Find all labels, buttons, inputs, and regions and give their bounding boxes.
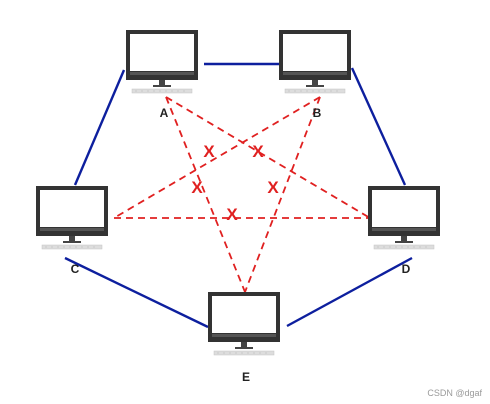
blocked-mark-a-d: X	[203, 142, 215, 161]
computer-icon-d	[368, 186, 440, 250]
keyboard	[284, 88, 346, 94]
monitor-chin	[40, 228, 104, 231]
monitor-chin	[212, 334, 276, 337]
computer-icon-c	[36, 186, 108, 250]
watermark: CSDN @dgaf	[427, 388, 482, 398]
monitor-screen	[130, 34, 194, 71]
computer-nodes	[36, 30, 440, 356]
blocked-link-a-d	[165, 96, 371, 219]
monitor-stand	[69, 236, 75, 241]
keyboard	[131, 88, 193, 94]
monitor-screen	[212, 296, 276, 333]
blocked-link-b-c	[113, 96, 321, 219]
node-label-c: C	[70, 262, 80, 276]
monitor-chin	[283, 72, 347, 75]
monitor-base	[395, 241, 413, 243]
monitor-base	[153, 85, 171, 87]
ring-links	[64, 62, 413, 329]
monitor-chin	[130, 72, 194, 75]
keyboard	[41, 244, 103, 250]
monitor-stand	[241, 342, 247, 347]
monitor-stand	[401, 236, 407, 241]
ring-link-e-c	[64, 256, 209, 329]
keyboard	[373, 244, 435, 250]
ring-link-c-a	[73, 69, 126, 186]
monitor-screen	[40, 190, 104, 227]
monitor-stand	[312, 80, 318, 85]
monitor-screen	[283, 34, 347, 71]
monitor-base	[306, 85, 324, 87]
monitor-screen	[372, 190, 436, 227]
monitor-base	[63, 241, 81, 243]
node-label-a: A	[159, 106, 169, 120]
computer-icon-a	[126, 30, 198, 94]
blocked-mark-b-c: X	[252, 142, 264, 161]
blocked-links	[113, 96, 371, 293]
blocked-mark-a-e: X	[191, 178, 203, 197]
computer-icon-e	[208, 292, 280, 356]
computer-icon-b	[279, 30, 351, 94]
blocked-mark-c-d: X	[226, 205, 238, 224]
ring-link-b-d	[350, 67, 407, 186]
keyboard	[213, 350, 275, 356]
blocked-mark-b-e: X	[267, 178, 279, 197]
node-label-b: B	[312, 106, 322, 120]
node-label-d: D	[401, 262, 411, 276]
monitor-stand	[159, 80, 165, 85]
monitor-base	[235, 347, 253, 349]
monitor-chin	[372, 228, 436, 231]
ring-link-d-e	[286, 256, 413, 328]
node-label-e: E	[241, 370, 250, 384]
blocked-link-b-e	[244, 96, 321, 293]
